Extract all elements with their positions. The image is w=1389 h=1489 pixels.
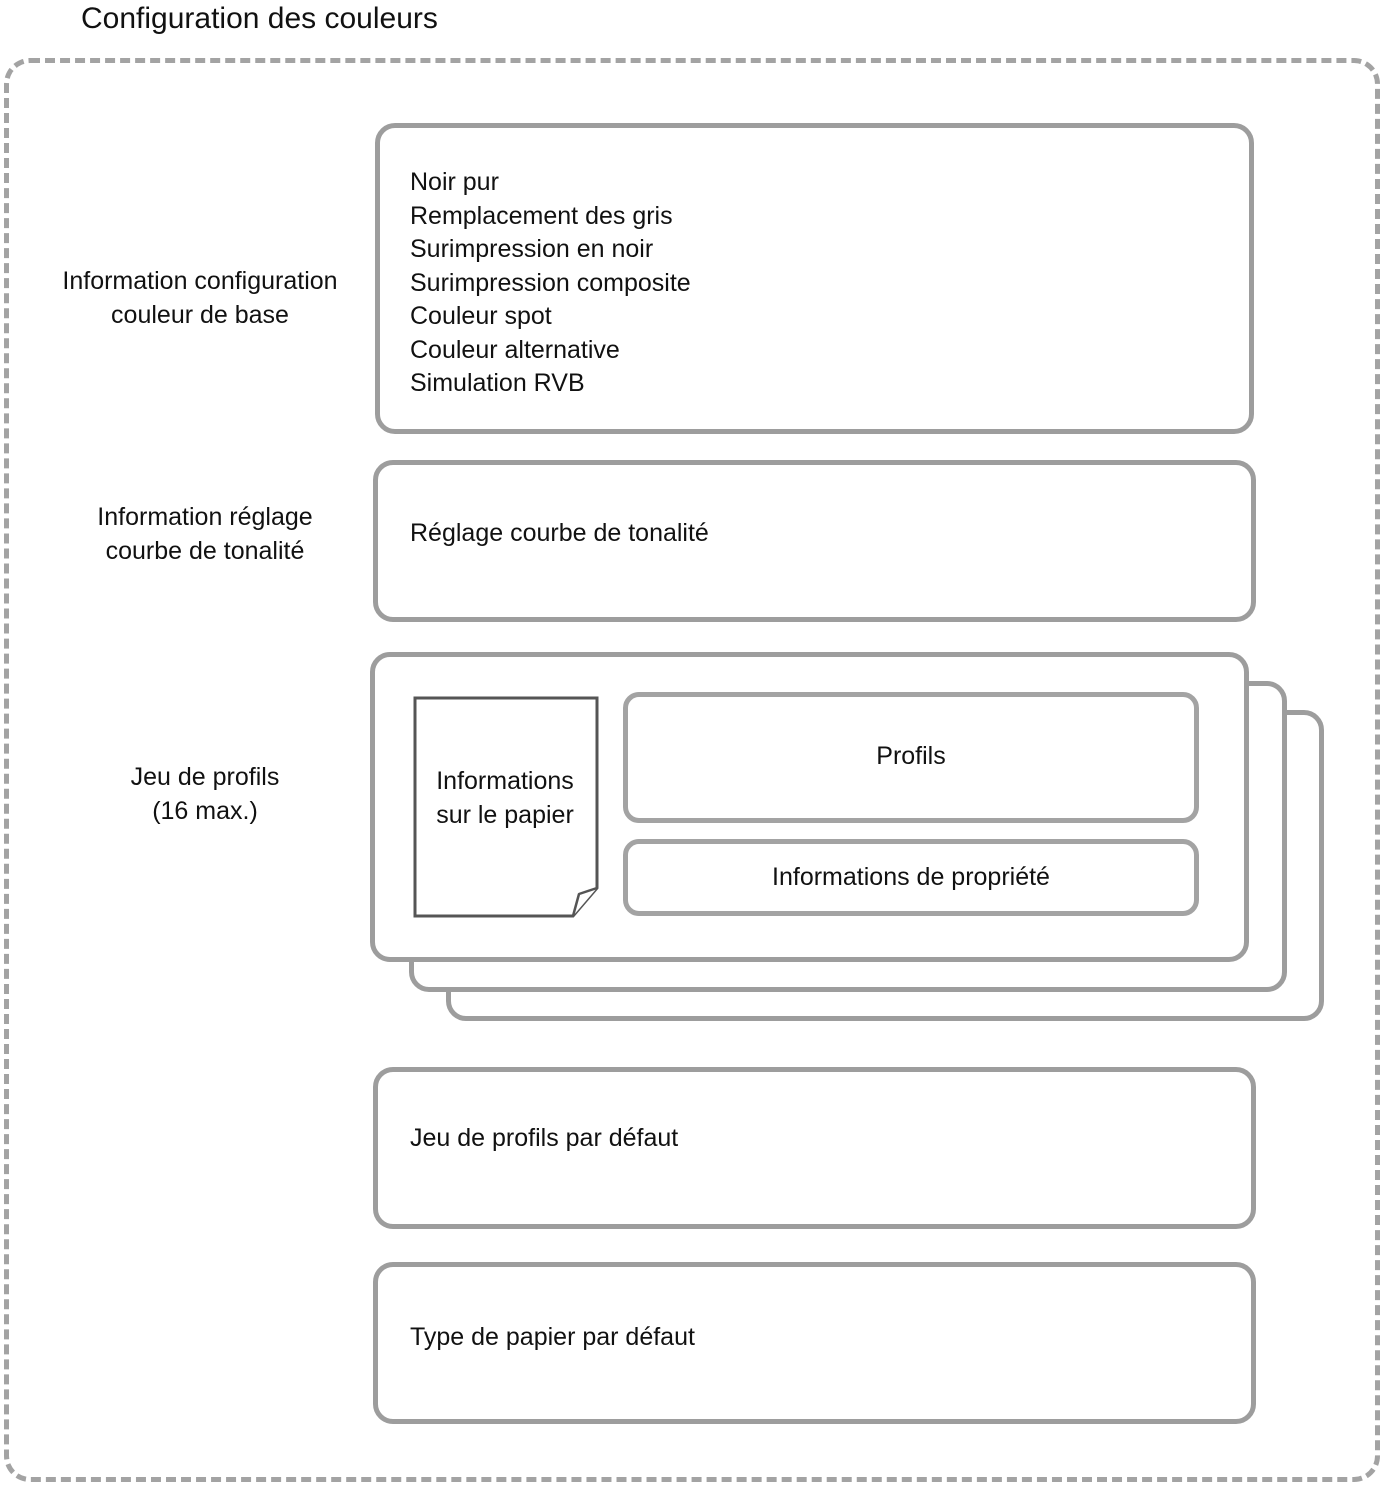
profile-set-label-line: (16 max.) [152, 797, 258, 825]
basic-color-item: Couleur spot [410, 302, 552, 330]
profiles-label: Profils [876, 742, 946, 770]
paper-info-line: Informations [436, 767, 574, 795]
basic-color-box [375, 123, 1254, 434]
profiles-box: Profils [623, 692, 1199, 823]
property-info-box: Informations de propriété [623, 839, 1199, 916]
default-paper-type-box [373, 1262, 1256, 1424]
basic-color-item: Simulation RVB [410, 369, 585, 397]
basic-color-label: Information configuration couleur de bas… [40, 264, 360, 332]
profile-set-label: Jeu de profils (16 max.) [80, 760, 330, 828]
basic-color-item-list: Noir pur Remplacement des gris Surimpres… [410, 166, 691, 401]
paper-info-line: sur le papier [436, 801, 574, 829]
tone-curve-label-line: courbe de tonalité [105, 537, 305, 565]
basic-color-label-line: Information configuration [62, 267, 338, 295]
basic-color-item: Noir pur [410, 168, 499, 196]
tone-curve-box [373, 460, 1256, 622]
diagram-title: Configuration des couleurs [81, 2, 438, 35]
basic-color-item: Couleur alternative [410, 335, 620, 364]
basic-color-item: Surimpression composite [410, 268, 691, 297]
default-profile-set-text: Jeu de profils par défaut [410, 1124, 679, 1152]
basic-color-item: Surimpression en noir [410, 235, 654, 263]
property-info-label: Informations de propriété [772, 863, 1050, 891]
tone-curve-box-text: Réglage courbe de tonalité [410, 519, 709, 547]
color-configuration-container [4, 58, 1380, 1482]
tone-curve-label: Information réglage courbe de tonalité [60, 500, 350, 568]
basic-color-label-line: couleur de base [111, 301, 289, 329]
profile-set-label-line: Jeu de profils [130, 763, 280, 791]
default-paper-type-text: Type de papier par défaut [410, 1323, 695, 1351]
document-icon [413, 696, 599, 918]
basic-color-item: Remplacement des gris [410, 201, 673, 230]
tone-curve-label-line: Information réglage [97, 503, 313, 531]
default-profile-set-box [373, 1067, 1256, 1229]
paper-info-text: Informations sur le papier [413, 764, 597, 832]
paper-info-document: Informations sur le papier [413, 696, 601, 920]
